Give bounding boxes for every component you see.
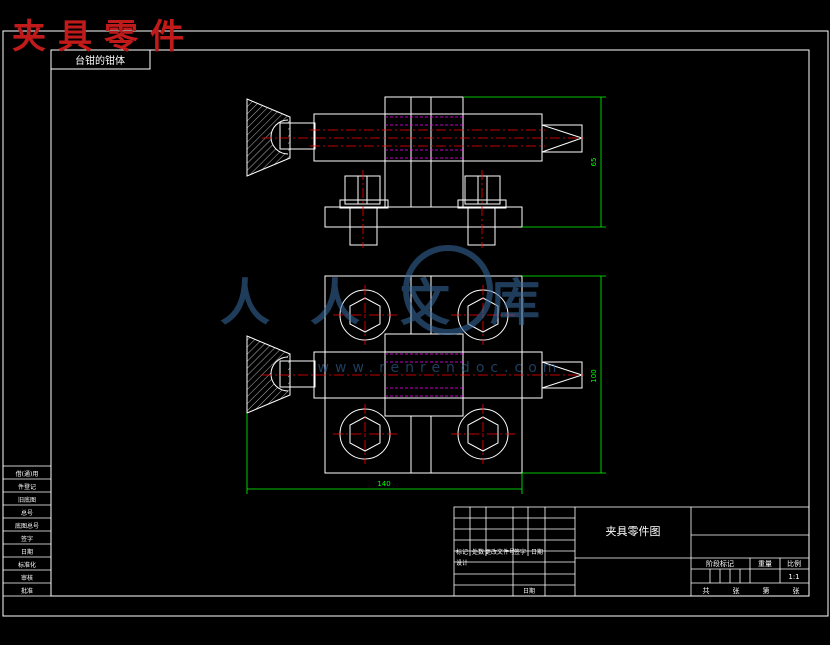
revision-header-4: 签字: [514, 548, 526, 556]
overlay-title: 夹具零件: [12, 17, 196, 57]
side-table-cell: 标准化: [18, 561, 36, 569]
watermark-circle: [403, 245, 493, 335]
revision-header-5: 日期: [531, 548, 543, 556]
front-tip-cross: [541, 124, 584, 153]
side-table-cell: 审核: [21, 574, 33, 582]
side-table-cell: 批准: [21, 587, 33, 595]
front-jaw: [246, 98, 291, 177]
plan-hidden-lines: [385, 353, 463, 397]
plan-jaw: [246, 335, 291, 414]
title-block: [453, 506, 810, 597]
revision-header-3: 更改文件号: [485, 548, 515, 556]
front-bolt-left-shank: [349, 206, 378, 246]
front-dimension-text: 65: [590, 158, 598, 167]
approve-label: 日期: [523, 587, 535, 595]
plan-bolt-br-hex: [467, 416, 499, 452]
title-block-title: 夹具零件图: [606, 525, 661, 538]
front-center-lines: [262, 129, 585, 248]
front-shaft-left: [279, 122, 316, 150]
plan-slot-bottom: [410, 415, 432, 474]
title-block-header-2: 重量: [758, 560, 772, 568]
side-table-cell: 日期: [21, 548, 33, 556]
front-dimension: [463, 96, 606, 228]
revision-header-2: 处数: [472, 548, 484, 556]
sheet-label-4: 张: [793, 586, 800, 595]
outer-frame: [2, 30, 829, 617]
front-hidden-lines: [385, 116, 463, 159]
side-table-cell: 件登记: [18, 483, 36, 491]
design-label: 设计: [456, 559, 468, 567]
watermark-url: www.renrendoc.com: [318, 360, 563, 376]
inner-frame: [50, 49, 810, 597]
title-block-header-3: 比例: [787, 559, 801, 568]
sheet-label-3: 第: [763, 586, 770, 595]
side-table-cell: 签字: [21, 535, 33, 543]
front-bolt-left-washer: [339, 199, 389, 209]
plan-height-text: 100: [590, 369, 598, 382]
sheet-label-1: 共: [703, 586, 710, 595]
side-table-cell: 旧底图: [18, 496, 36, 504]
front-body-bar: [313, 113, 543, 162]
front-bolt-right-head: [464, 175, 501, 205]
sheet-label-2: 张: [733, 586, 740, 595]
front-view: [246, 96, 584, 246]
title-block-scale: 1:1: [788, 573, 799, 581]
front-bolt-left-head: [344, 175, 381, 205]
drawing-number-text: 台钳的钳体: [75, 54, 125, 67]
drawing-number-box: [50, 49, 151, 70]
side-table-cell: 借(通)用: [16, 470, 39, 478]
plan-bolt-tl-hex: [349, 297, 381, 333]
side-table-cell: 总号: [21, 509, 33, 517]
plan-width-text: 140: [377, 480, 390, 488]
title-block-header-1: 阶段标记: [706, 559, 734, 568]
plan-shaft-left: [279, 360, 316, 388]
watermark: 人人文库 www.renrendoc.com: [220, 245, 580, 376]
revision-header-1: 标记: [456, 548, 468, 556]
plan-bolt-bl-hex: [349, 416, 381, 452]
side-table-cell: 底图总号: [15, 522, 39, 530]
front-bolt-right-shank: [467, 206, 496, 246]
front-tip: [542, 124, 583, 153]
front-base: [324, 206, 523, 228]
plan-bolt-tr-hex: [467, 297, 499, 333]
plan-dimensions: [246, 275, 606, 494]
watermark-brand: 人人文库: [220, 274, 580, 332]
